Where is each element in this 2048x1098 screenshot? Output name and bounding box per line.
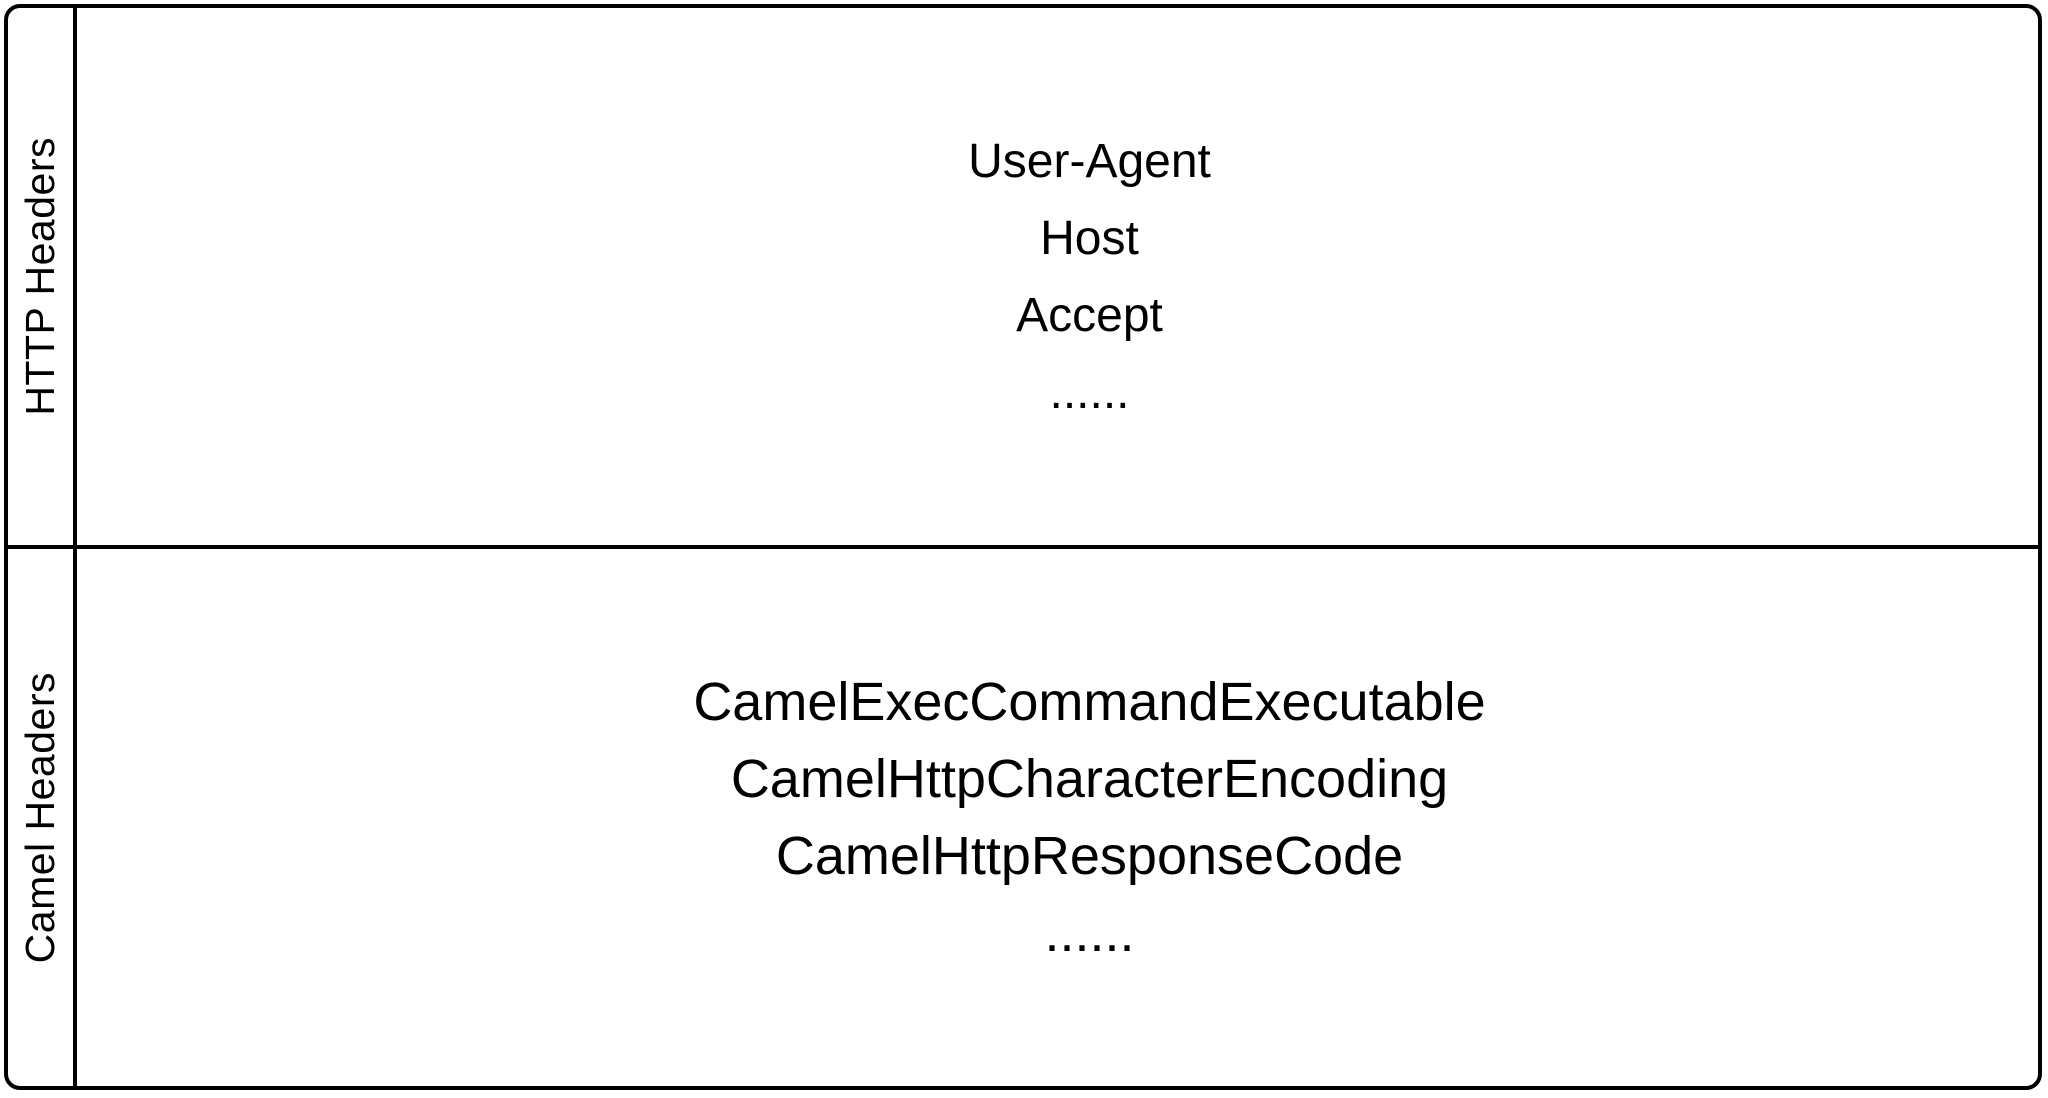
http-header-item: User-Agent — [968, 134, 1211, 188]
http-headers-section: HTTP Headers User-Agent Host Accept ....… — [8, 8, 2038, 549]
camel-headers-section: Camel Headers CamelExecCommandExecutable… — [8, 549, 2038, 1086]
camel-headers-list: CamelExecCommandExecutable CamelHttpChar… — [77, 549, 2038, 1086]
camel-header-item: CamelExecCommandExecutable — [693, 671, 1486, 732]
camel-headers-label: Camel Headers — [17, 671, 63, 964]
camel-headers-label-column: Camel Headers — [8, 549, 77, 1086]
http-headers-list: User-Agent Host Accept ...... — [77, 8, 2038, 545]
http-header-item-ellipsis: ...... — [1049, 365, 1130, 419]
http-header-item: Accept — [1016, 288, 1163, 342]
http-headers-label: HTTP Headers — [17, 137, 63, 416]
camel-header-item: CamelHttpCharacterEncoding — [730, 748, 1449, 809]
camel-header-item: CamelHttpResponseCode — [775, 825, 1404, 886]
http-header-item: Host — [1040, 211, 1139, 265]
http-headers-label-column: HTTP Headers — [8, 8, 77, 545]
diagram-frame: HTTP Headers User-Agent Host Accept ....… — [4, 4, 2042, 1090]
camel-header-item-ellipsis: ...... — [1044, 902, 1135, 963]
